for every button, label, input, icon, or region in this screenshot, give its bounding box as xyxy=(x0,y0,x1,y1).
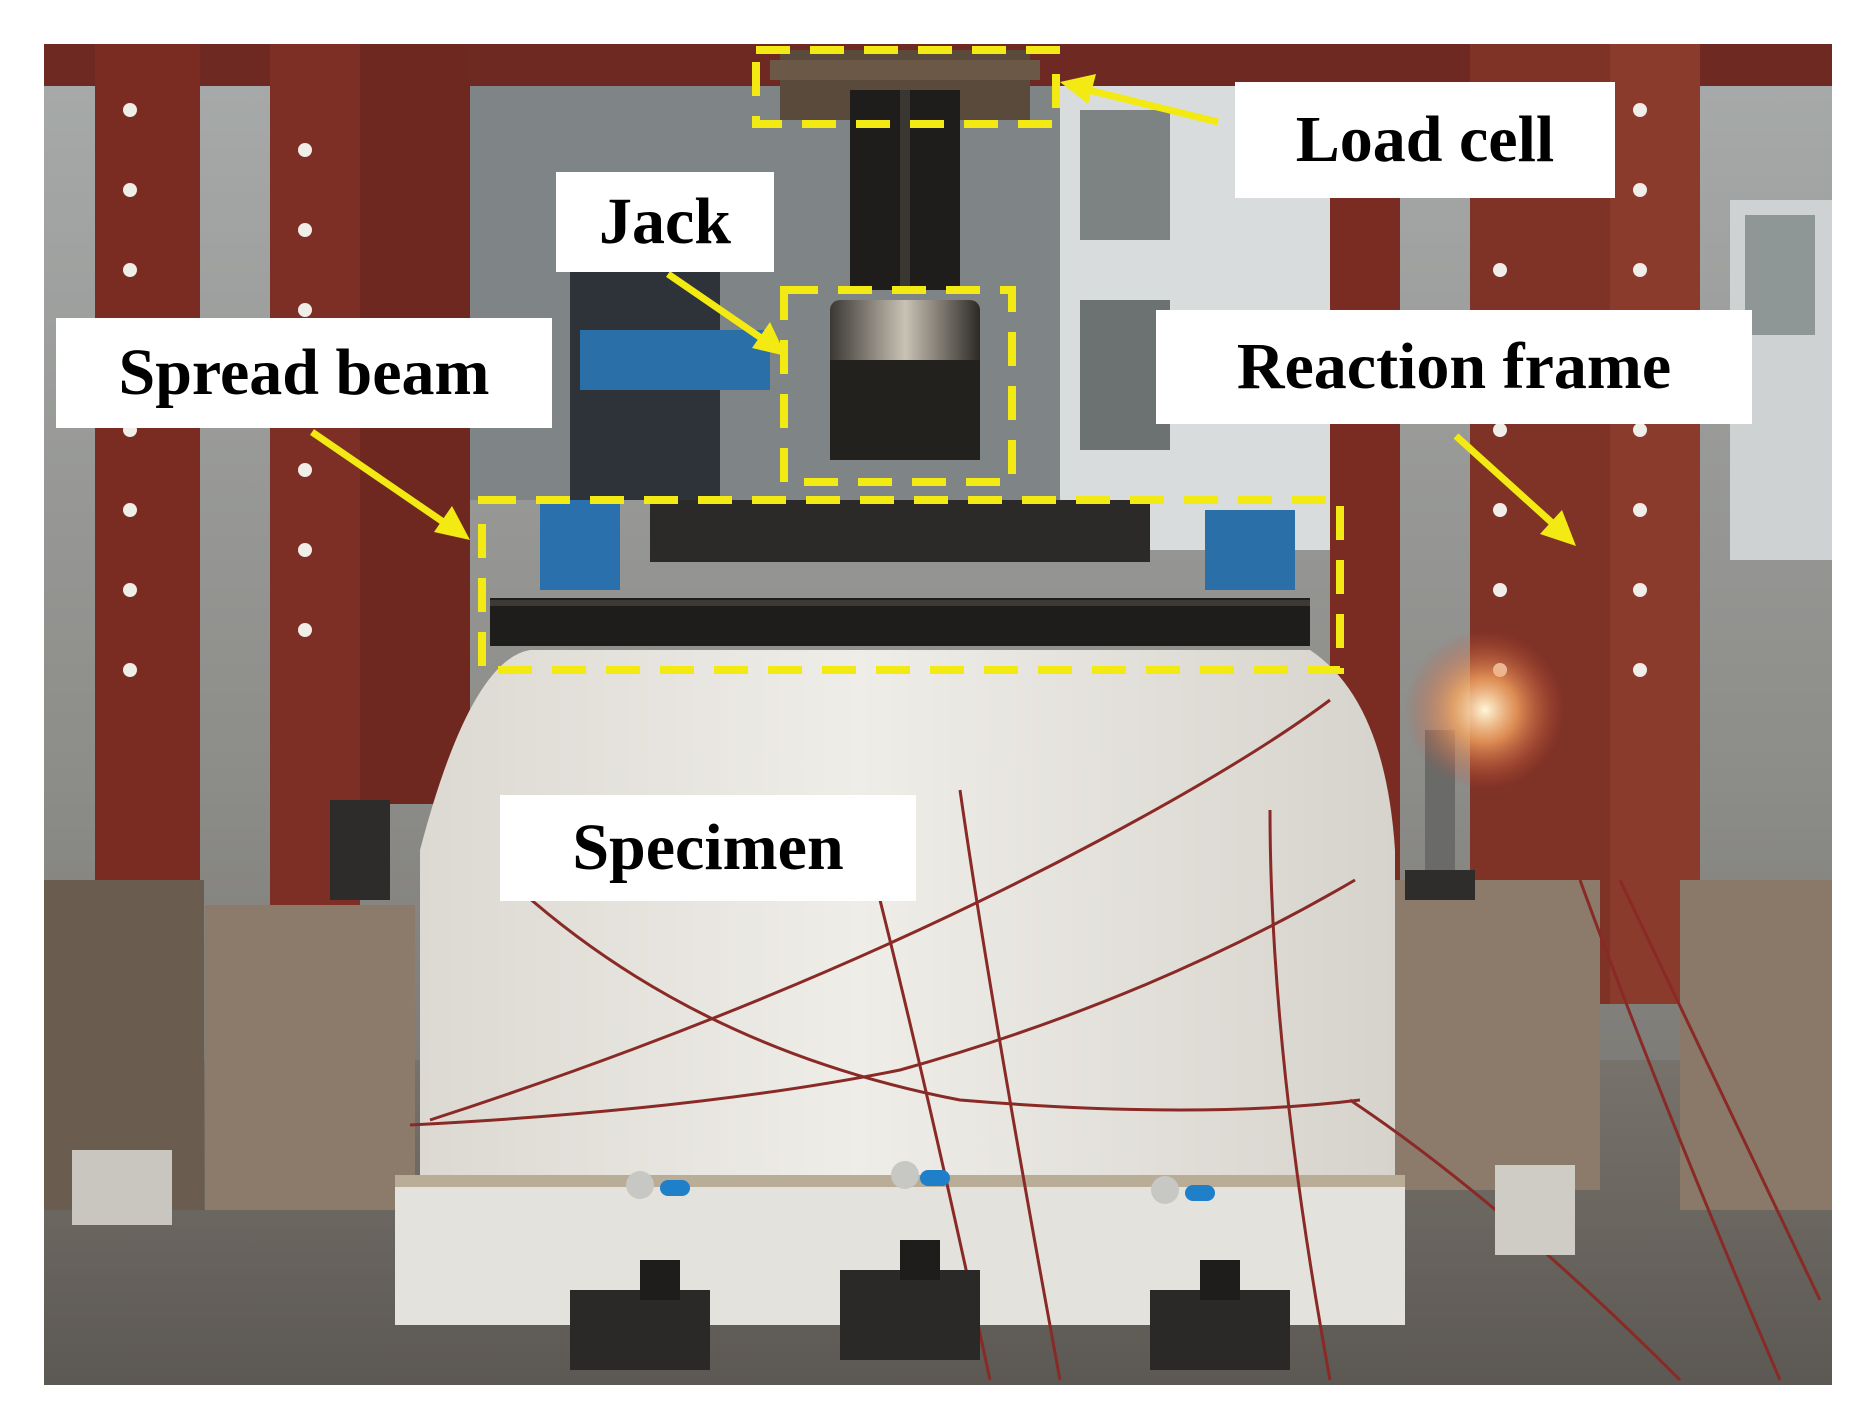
label-specimen-text: Specimen xyxy=(572,811,844,884)
label-spread-beam-text: Spread beam xyxy=(118,336,490,409)
photo-content xyxy=(44,44,1832,1385)
label-load-cell-text: Load cell xyxy=(1295,103,1555,176)
loading-plate xyxy=(650,500,1150,562)
jack-dashed-box xyxy=(780,286,1016,486)
dial-gauges xyxy=(570,1161,1290,1370)
strain-gauge-wires xyxy=(409,698,1822,1382)
reaction-frame-right-column-outer xyxy=(1470,44,1610,1004)
right-pedestal xyxy=(1380,880,1600,1190)
light-glare xyxy=(1405,630,1565,790)
label-jack: Jack xyxy=(556,172,774,272)
annotation-boxes xyxy=(478,46,1344,674)
annotation-arrows xyxy=(310,74,1576,546)
label-load-cell: Load cell xyxy=(1235,82,1615,198)
load-cell-dashed-box xyxy=(752,46,1060,128)
label-reaction-frame-text: Reaction frame xyxy=(1236,330,1672,403)
label-jack-text: Jack xyxy=(599,185,731,258)
left-pedestal xyxy=(205,905,415,1210)
spread-beam-dashed-box xyxy=(478,496,1344,674)
reaction-frame-left-column-outer xyxy=(95,44,200,1004)
blue-fixture xyxy=(580,330,770,390)
label-reaction-frame: Reaction frame xyxy=(1156,310,1752,424)
label-spread-beam: Spread beam xyxy=(56,318,552,428)
label-specimen: Specimen xyxy=(500,795,916,901)
specimen xyxy=(420,650,1395,1185)
